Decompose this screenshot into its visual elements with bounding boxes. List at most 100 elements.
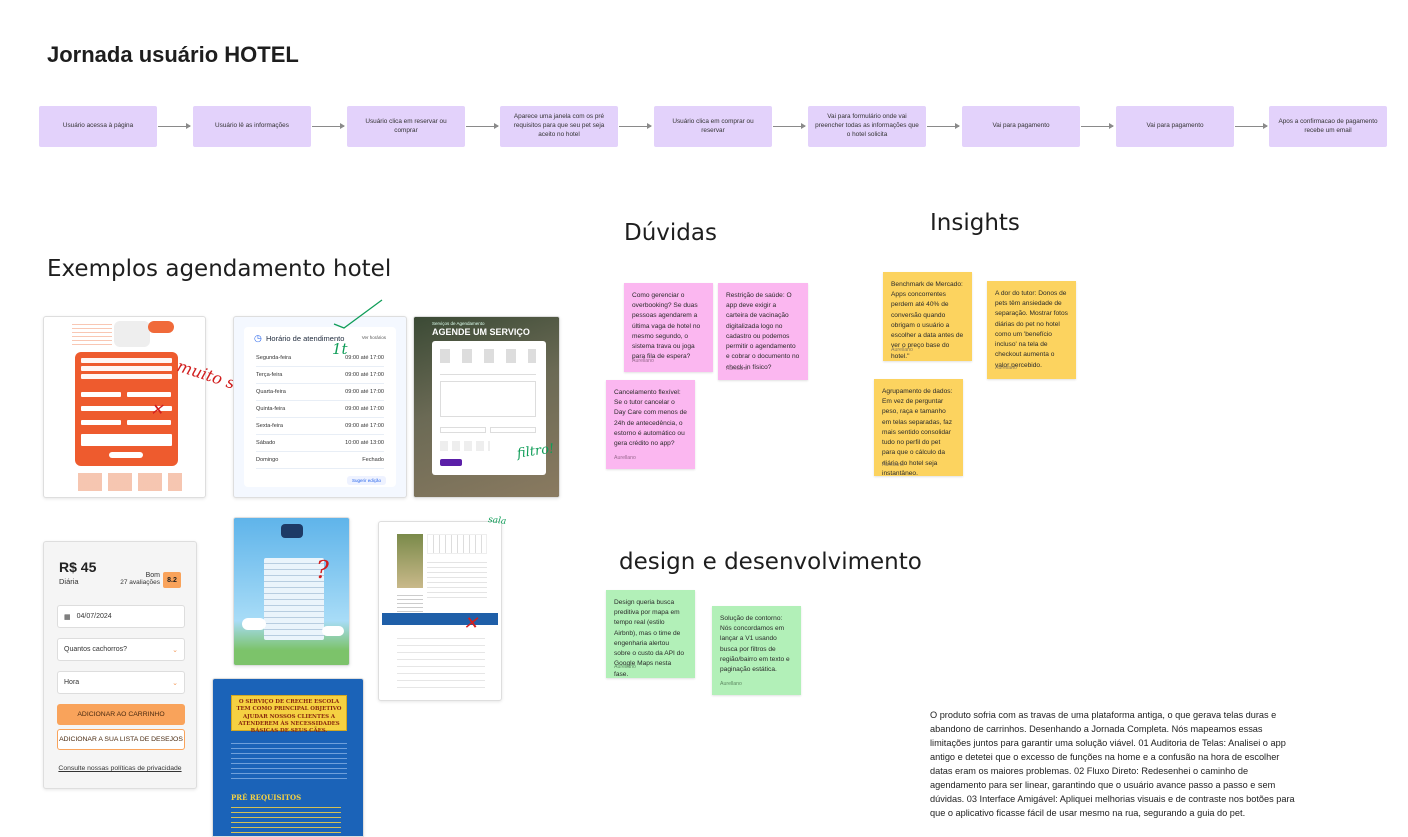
reviews-count: 27 avaliações (120, 579, 160, 586)
rating-score-badge: 8.2 (163, 572, 181, 588)
schedule-day: Sexta-feira (256, 423, 284, 429)
handwritten-annotation: sala (487, 515, 507, 527)
sticky-note-author: Aurellano (632, 357, 654, 364)
logo-icon (281, 524, 303, 538)
booking-fields[interactable] (427, 558, 487, 598)
add-to-cart-button[interactable]: ADICIONAR AO CARRINHO (57, 704, 185, 725)
form-field[interactable] (81, 374, 172, 379)
sticky-note-insight[interactable]: A dor do tutor: Donos de pets têm ansied… (987, 281, 1076, 379)
form-field[interactable] (81, 420, 121, 425)
form-field[interactable] (81, 366, 172, 371)
calendar-widget[interactable] (427, 534, 487, 554)
dogs-select[interactable]: Quantos cachorros? ⌄ (57, 638, 185, 661)
dogs-select-label: Quantos cachorros? (64, 646, 128, 653)
service-type-options[interactable] (440, 349, 536, 363)
example-screen-sky-form[interactable] (233, 517, 350, 666)
service-title: AGENDE UM SERVIÇO (432, 327, 530, 337)
form-field[interactable] (127, 392, 171, 397)
sticky-note-author: Aurellano (995, 364, 1017, 371)
form-field[interactable] (81, 392, 121, 397)
sticky-note-doubt[interactable]: Restrição de saúde: O app deve exigir a … (718, 283, 808, 380)
slot-options[interactable] (440, 441, 490, 451)
time-field[interactable] (490, 427, 536, 433)
example-screen-hotel-listing[interactable] (378, 521, 502, 701)
date-value: 04/07/2024 (76, 613, 112, 620)
sticky-note-doubt[interactable]: Cancelamento flexível: Se o tutor cancel… (606, 380, 695, 469)
chevron-down-icon: ⌄ (172, 679, 178, 687)
journey-step-5[interactable]: Usuário clica em comprar ou reservar (654, 106, 772, 147)
form-textarea[interactable] (440, 381, 536, 417)
form-submit-button[interactable] (109, 452, 143, 458)
example-screen-service[interactable]: Serviços de Agendamento AGENDE UM SERVIÇ… (413, 316, 560, 498)
section-banner (382, 613, 498, 625)
form-field[interactable] (81, 406, 172, 411)
handwritten-annotation: 1t (332, 340, 348, 358)
add-to-wishlist-button[interactable]: ADICIONAR A SUA LISTA DE DESEJOS (57, 729, 185, 750)
schedule-hours: 10:00 até 13:00 (345, 440, 384, 446)
sticky-note-insight[interactable]: Agrupamento de dados: Em vez de pergunta… (874, 379, 963, 477)
example-screen-schedule[interactable]: ◷ Horário de atendimento Ver horários Se… (233, 316, 407, 498)
journey-arrow (158, 123, 191, 129)
privacy-policy-link[interactable]: Consulte nossas políticas de privacidade (58, 765, 182, 772)
service-kicker: Serviços de Agendamento (432, 321, 485, 326)
form-field[interactable] (81, 358, 172, 363)
time-select[interactable]: Hora ⌄ (57, 671, 185, 694)
journey-arrow (619, 123, 652, 129)
section-title-design: design e desenvolvimento (619, 549, 922, 575)
sticky-note-author: Aurellano (614, 663, 636, 670)
section-title-doubts: Dúvidas (624, 220, 717, 246)
submit-button[interactable] (440, 459, 462, 466)
example-screen-booking-card[interactable]: R$ 45 Diária Bom 27 avaliações 8.2 ▦ 04/… (43, 541, 197, 789)
dog-photo (397, 534, 423, 588)
sticky-note-doubt[interactable]: Como gerenciar o overbooking? Se duas pe… (624, 283, 713, 372)
sticky-note-author: Aurellano (882, 461, 904, 468)
date-field[interactable] (440, 427, 486, 433)
sticky-note-author: Aurellano (891, 346, 913, 353)
journey-step-1[interactable]: Usuário acessa à página (39, 106, 157, 147)
schedule-day: Domingo (256, 457, 279, 463)
footer-links (72, 473, 182, 491)
dog-photo (114, 321, 150, 347)
journey-arrow (312, 123, 345, 129)
example-screen-orange-form[interactable] (43, 316, 206, 498)
schedule-hours: Fechado (362, 457, 384, 463)
date-input[interactable]: ▦ 04/07/2024 (57, 605, 185, 628)
journey-step-8[interactable]: Vai para pagamento (1116, 106, 1234, 147)
schedule-row: Domingo Fechado (256, 452, 384, 469)
form-field[interactable] (440, 369, 536, 375)
board-title: Jornada usuário HOTEL (47, 42, 299, 67)
journey-step-2[interactable]: Usuário lê as informações (193, 106, 311, 147)
example-screen-day-care[interactable]: O SERVIÇO DE CRECHE ESCOLA TEM COMO PRIN… (212, 678, 364, 837)
suggest-edit-button[interactable]: Sugerir edição (346, 476, 386, 485)
schedule-link[interactable]: Ver horários (361, 335, 386, 340)
sticky-note-design[interactable]: Design queria busca preditiva por mapa e… (606, 590, 695, 678)
journey-arrow (1081, 123, 1114, 129)
schedule-day: Segunda-feira (256, 355, 292, 361)
form-textarea[interactable] (81, 434, 172, 446)
sticky-note-text: Agrupamento de dados: Em vez de pergunta… (882, 388, 953, 477)
intro-text-lines (72, 321, 112, 347)
cross-mark-icon: ✕ (150, 400, 164, 419)
cloud-icon (242, 618, 266, 630)
chevron-down-icon: ⌄ (172, 646, 178, 654)
journey-step-6[interactable]: Vai para formulário onde vai preencher t… (808, 106, 926, 147)
registration-form[interactable] (264, 558, 324, 640)
price-value: R$ 45 (59, 559, 97, 575)
journey-step-9[interactable]: Apos a confirmacao de pagamento recebe u… (1269, 106, 1387, 147)
rating-label: Bom (145, 572, 160, 579)
journey-arrow (1235, 123, 1268, 129)
schedule-day: Terça-feira (256, 372, 283, 378)
journey-step-3[interactable]: Usuário clica em reservar ou comprar (347, 106, 465, 147)
journey-step-4[interactable]: Aparece uma janela com os pré requisitos… (500, 106, 618, 147)
sticky-note-text: Restrição de saúde: O app deve exigir a … (726, 292, 800, 371)
form-field[interactable] (127, 420, 171, 425)
sticky-note-author: Aurellano (614, 454, 636, 461)
schedule-day: Quinta-feira (256, 406, 286, 412)
schedule-hours: 09:00 até 17:00 (345, 372, 384, 378)
cloud-icon (322, 626, 344, 636)
schedule-hours: 09:00 até 17:00 (345, 389, 384, 395)
sticky-note-insight[interactable]: Benchmark de Mercado: Apps concorrentes … (883, 272, 972, 361)
journey-step-7[interactable]: Vai para pagamento (962, 106, 1080, 147)
sticky-note-design[interactable]: Solução de contorno: Nós concordamos em … (712, 606, 801, 695)
